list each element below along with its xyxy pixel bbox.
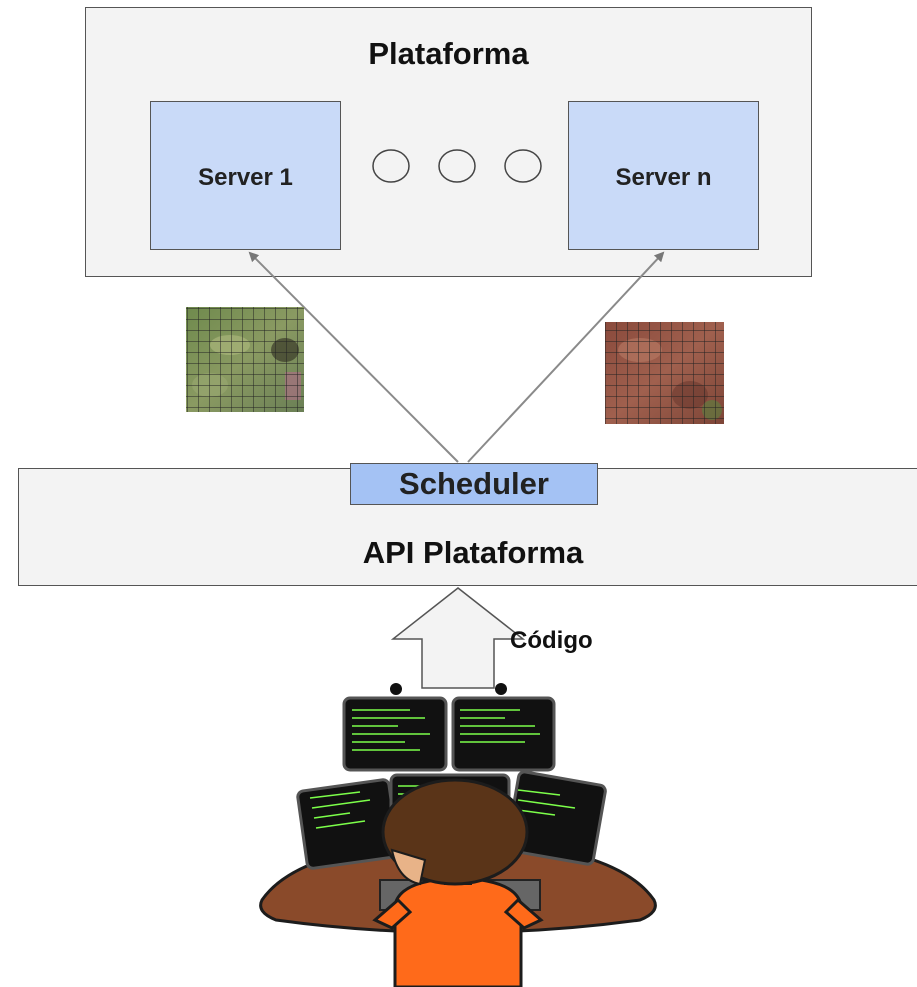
- server-1-box: Server 1: [150, 101, 341, 250]
- ellipsis-circles: [372, 149, 542, 183]
- developer-at-monitors-icon: [259, 683, 657, 987]
- arrow-to-server-1: [248, 251, 459, 463]
- ellipsis-circle: [504, 149, 542, 183]
- server-n-box: Server n: [568, 101, 759, 250]
- arrow-to-server-n: [467, 251, 665, 463]
- ellipsis-circle: [438, 149, 476, 183]
- satellite-tile-red-icon: [605, 322, 724, 424]
- upload-arrow-icon: [390, 587, 526, 689]
- server-1-label: Server 1: [198, 164, 293, 191]
- code-upload-label: Código: [510, 627, 593, 654]
- scheduler-label: Scheduler: [399, 466, 549, 501]
- platform-title: Plataforma: [368, 36, 529, 71]
- ellipsis-circle: [372, 149, 410, 183]
- scheduler-box: Scheduler: [350, 463, 598, 505]
- api-platform-title: API Plataforma: [362, 535, 584, 570]
- satellite-tile-green-icon: [186, 307, 304, 412]
- server-n-label: Server n: [615, 164, 712, 191]
